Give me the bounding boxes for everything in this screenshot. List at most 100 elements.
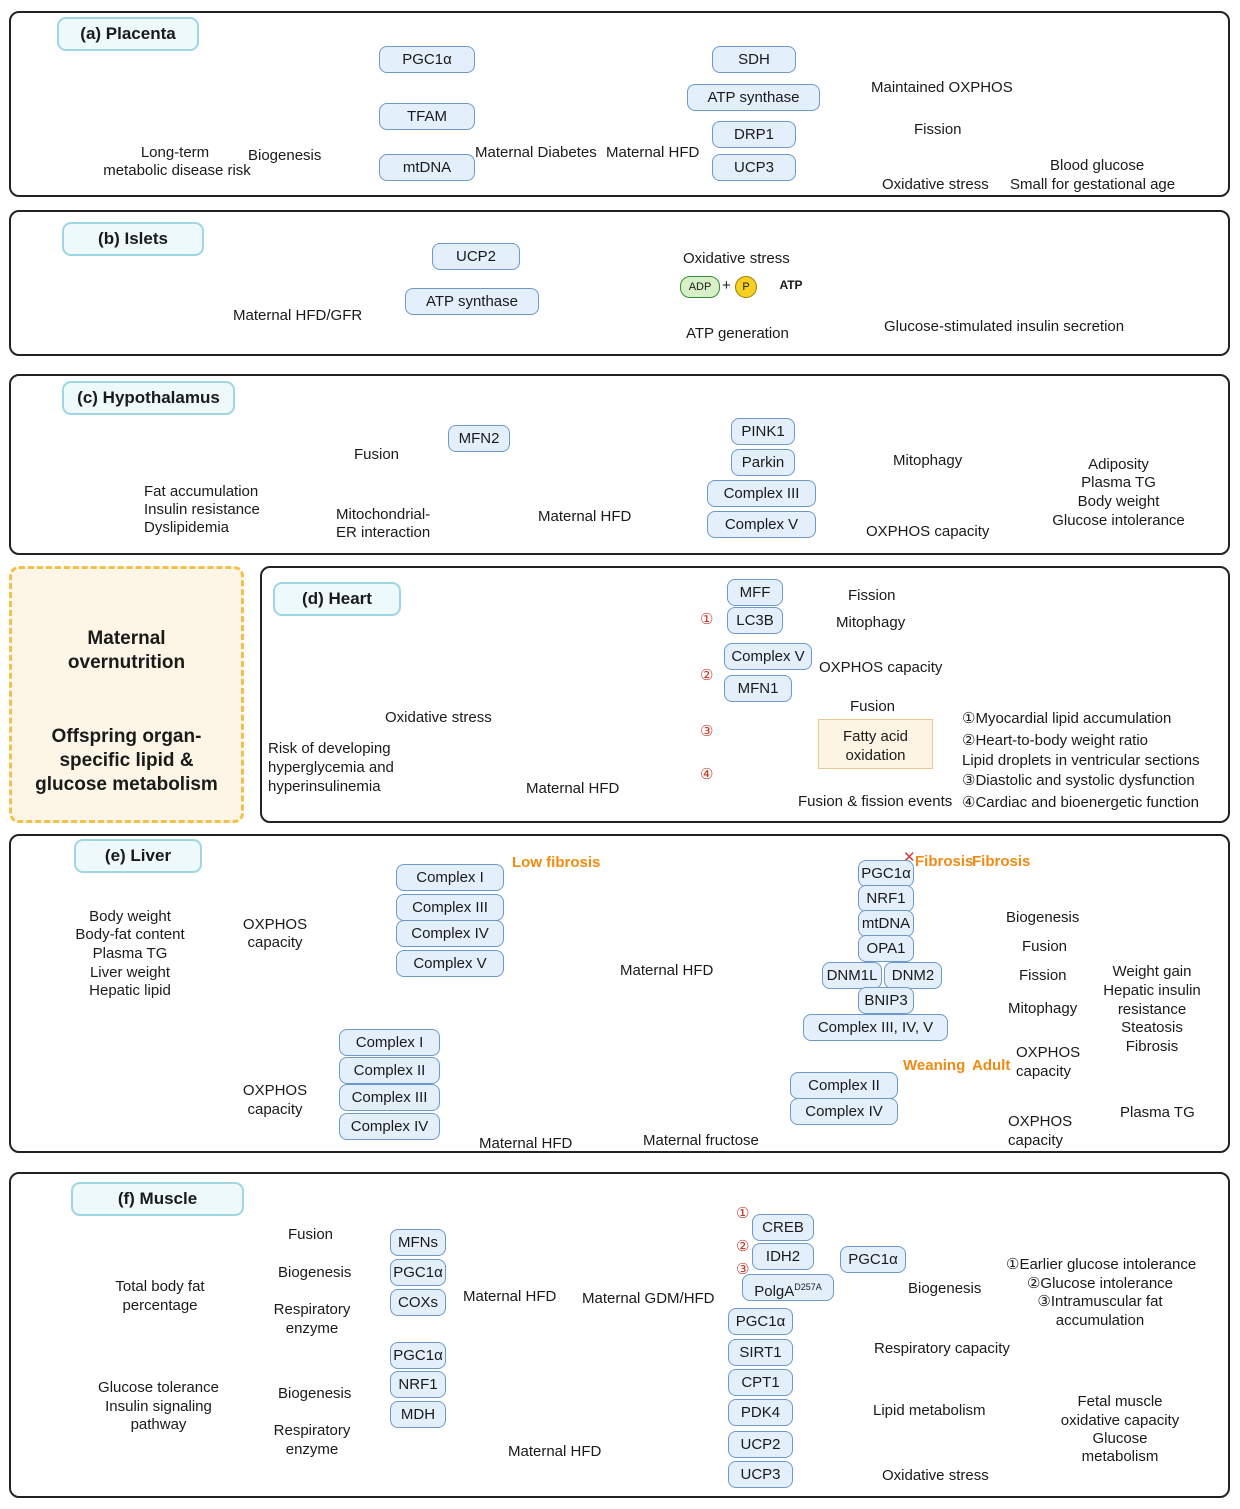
complex-v-pill: Complex V xyxy=(707,511,816,538)
blood-glucose-label: Blood glucose xyxy=(1050,157,1145,174)
biogenesis-label: Biogenesis xyxy=(908,1280,982,1297)
complex-iii-iv-v-pill: Complex III, IV, V xyxy=(803,1014,948,1041)
fetal-outcome: Glucose xyxy=(1092,1430,1148,1447)
heart-outcome: ④Cardiac and bioenergetic function xyxy=(962,794,1199,811)
mitophagy-label: Mitophagy xyxy=(836,614,906,631)
panel-title: (c) Hypothalamus xyxy=(62,381,235,415)
panel-title: (a) Placenta xyxy=(57,17,199,51)
creb-pill: CREB xyxy=(752,1214,814,1241)
capacity-label: capacity xyxy=(1008,1132,1064,1149)
step-number: ① xyxy=(736,1205,750,1222)
respiratory-capacity-label: Respiratory capacity xyxy=(874,1340,1010,1357)
mfn1-pill: MFN1 xyxy=(724,675,792,702)
adp-badge: ADP xyxy=(680,276,720,298)
outcome-right: Body weight xyxy=(1077,493,1160,510)
risk-line: Risk of developing xyxy=(268,740,391,757)
idh2-pill: IDH2 xyxy=(752,1243,814,1270)
polga-pill: PolgAD257A xyxy=(742,1274,834,1301)
step-number: ④ xyxy=(700,766,714,783)
liver-outcome-right: Fibrosis xyxy=(1125,1038,1179,1055)
fetal-outcome: metabolism xyxy=(1081,1448,1159,1465)
liver-outcome-right: Steatosis xyxy=(1121,1019,1183,1036)
maternal-hfd-label: Maternal HFD xyxy=(479,1135,573,1152)
fusion-label: Fusion xyxy=(288,1226,334,1243)
process-biogenesis: Biogenesis xyxy=(1006,909,1080,926)
process-fusion: Fusion xyxy=(1022,938,1068,955)
step-number: ② xyxy=(700,667,714,684)
fusion-label: Fusion xyxy=(850,698,896,715)
atp-synthase-pill: ATP synthase xyxy=(687,84,820,111)
panel-liver: (e) Liver xyxy=(9,834,1230,1153)
oxidative-stress-label: Oxidative stress xyxy=(882,1467,989,1484)
maternal-hfd-label: Maternal HFD xyxy=(508,1443,602,1460)
maternal-label: Maternal HFD xyxy=(526,780,620,797)
maternal-fructose-label: Maternal fructose xyxy=(643,1132,759,1149)
opa1-pill: OPA1 xyxy=(858,935,914,962)
nrf1-pill: NRF1 xyxy=(858,885,914,912)
mff-pill: MFF xyxy=(727,579,783,606)
biogenesis-label: Biogenesis xyxy=(248,147,322,164)
nrf1-pill: NRF1 xyxy=(390,1371,446,1398)
mfn2-pill: MFN2 xyxy=(448,425,510,452)
outcome-left: Dyslipidemia xyxy=(144,519,230,536)
oxidative-stress-label: Oxidative stress xyxy=(683,250,790,267)
maternal-gdm-label: Maternal GDM/HFD xyxy=(582,1290,715,1307)
pgc1a-pill: PGC1α xyxy=(390,1259,446,1286)
step-number: ③ xyxy=(736,1261,750,1278)
maternal-label: Maternal HFD/GFR xyxy=(233,307,363,324)
lc3b-pill: LC3B xyxy=(727,607,783,634)
complex-v-pill: Complex V xyxy=(396,950,504,977)
complex-iii-pill: Complex III xyxy=(396,894,504,921)
ucp2-pill: UCP2 xyxy=(728,1431,793,1458)
pgc1a-pill: PGC1α xyxy=(390,1342,446,1369)
maternal-diabetes-label: Maternal Diabetes xyxy=(475,144,597,161)
long-term-label: Long-term xyxy=(140,144,210,161)
adult-label: Adult xyxy=(972,1057,1011,1074)
pgc1a-pill: PGC1α xyxy=(840,1246,906,1273)
liver-outcome-right: Hepatic insulin xyxy=(1103,982,1201,999)
x-mark: ✕ xyxy=(903,849,916,866)
outcome-right: Glucose intolerance xyxy=(1052,512,1185,529)
risk-line: hyperinsulinemia xyxy=(268,778,381,795)
mito-er-label-2: ER interaction xyxy=(336,524,431,541)
fission-label: Fission xyxy=(848,587,896,604)
fission-label: Fission xyxy=(914,121,962,138)
fao-box: Fatty acid oxidation xyxy=(818,719,933,769)
glucose-outcome: pathway xyxy=(130,1416,187,1433)
complex-iv-pill: Complex IV xyxy=(396,920,504,947)
complex-iv-pill: Complex IV xyxy=(790,1098,898,1125)
oxidative-stress-label: Oxidative stress xyxy=(385,709,492,726)
liver-outcome-left: Body weight xyxy=(89,908,171,925)
ucp3-pill: UCP3 xyxy=(712,154,796,181)
center-line-3: Offspring organ- xyxy=(51,726,202,747)
center-line-1: Maternal xyxy=(87,628,166,649)
process-oxphos: OXPHOS xyxy=(1016,1044,1081,1061)
mitophagy-label: Mitophagy xyxy=(893,452,963,469)
fao-line-2: oxidation xyxy=(845,747,906,764)
panel-title: (e) Liver xyxy=(74,839,202,873)
respiratory-label: Respiratory xyxy=(273,1301,351,1318)
plasma-tg-label: Plasma TG xyxy=(1120,1104,1195,1121)
ucp3-pill: UCP3 xyxy=(728,1461,793,1488)
pink1-pill: PINK1 xyxy=(731,418,795,445)
atp-generation-label: ATP generation xyxy=(686,325,789,342)
heart-outcome: ①Myocardial lipid accumulation xyxy=(962,710,1172,727)
process-capacity: capacity xyxy=(1016,1063,1072,1080)
gsis-label: Glucose-stimulated insulin secretion xyxy=(884,318,1125,335)
step-number: ③ xyxy=(700,723,714,740)
center-line-4: specific lipid & xyxy=(59,750,194,771)
total-body-fat-label: Total body fat xyxy=(115,1278,205,1295)
tfam-pill: TFAM xyxy=(379,103,475,130)
capacity-label: capacity xyxy=(247,934,303,951)
enzyme-label: enzyme xyxy=(285,1320,339,1337)
polga-label: PolgA xyxy=(754,1283,795,1300)
complex-iv-pill: Complex IV xyxy=(339,1113,440,1140)
sirt1-pill: SIRT1 xyxy=(728,1339,793,1366)
complex-ii-pill: Complex II xyxy=(339,1057,440,1084)
center-summary-box xyxy=(9,566,244,823)
outcome-right: Plasma TG xyxy=(1081,474,1156,491)
muscle-outcome-top: ②Glucose intolerance xyxy=(1026,1275,1174,1292)
dnm1l-pill: DNM1L xyxy=(822,962,882,989)
liver-outcome-left: Hepatic lipid xyxy=(89,982,171,999)
process-mitophagy: Mitophagy xyxy=(1008,1000,1078,1017)
